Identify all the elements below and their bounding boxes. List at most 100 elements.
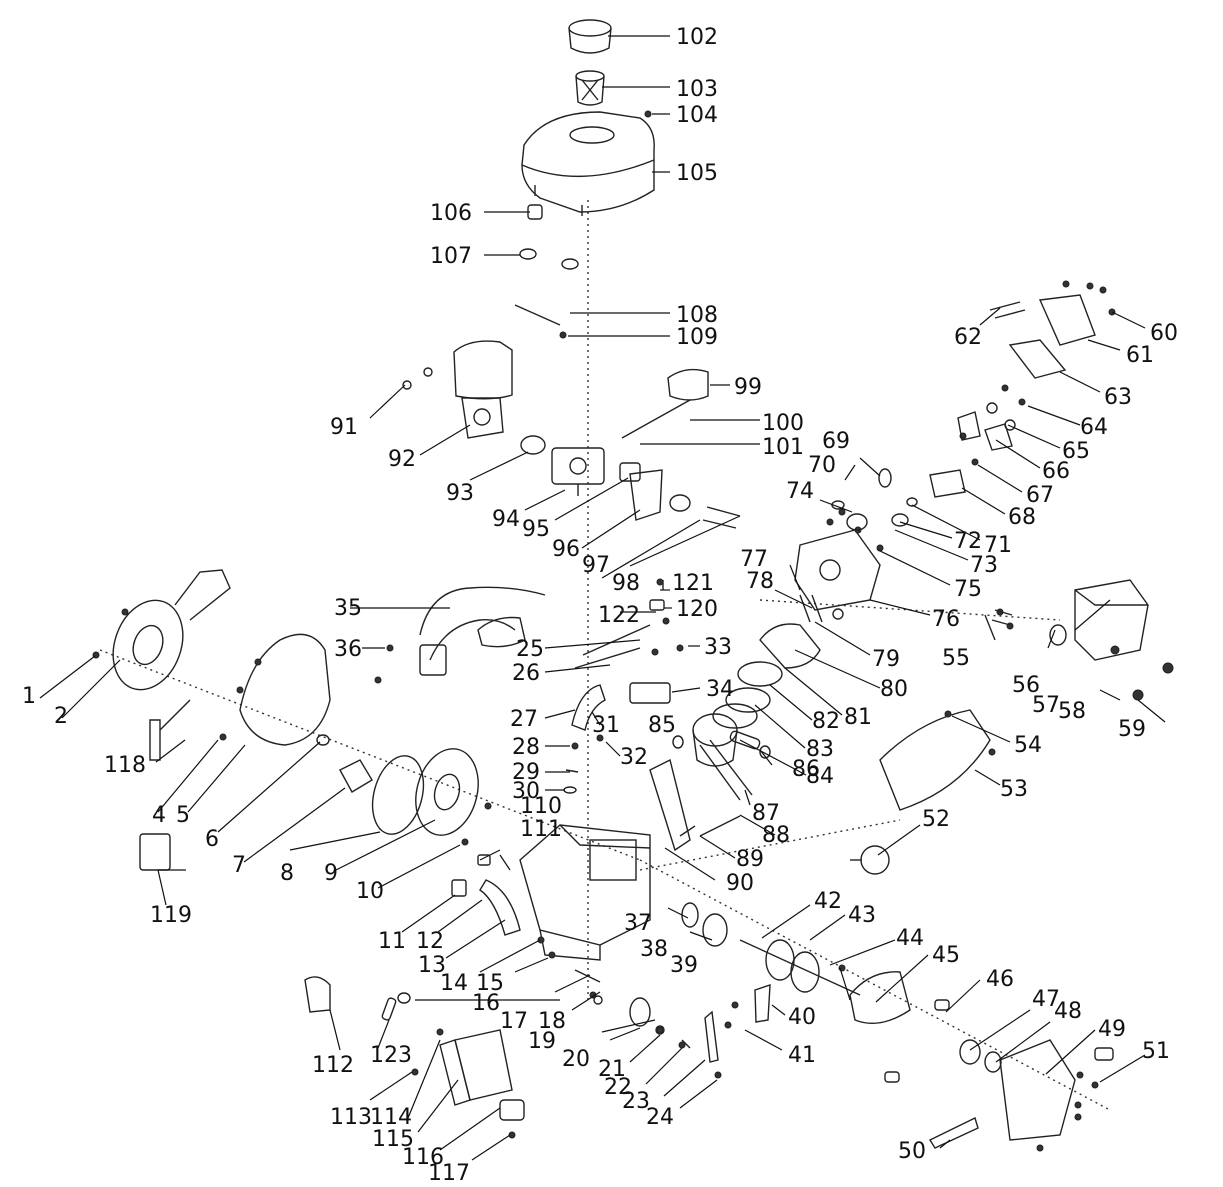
label-32: 32 [620, 745, 648, 770]
fuel-strainer-part [575, 70, 605, 106]
label-83: 83 [806, 737, 834, 762]
label-38: 38 [640, 937, 668, 962]
label-35: 35 [334, 596, 362, 621]
label-77: 77 [740, 547, 768, 572]
ignition-harness-part [419, 586, 546, 676]
label-58: 58 [1058, 699, 1086, 724]
label-4: 4 [152, 803, 166, 828]
crankcase-part [519, 824, 651, 961]
label-41: 41 [788, 1043, 816, 1068]
label-10: 10 [356, 879, 384, 904]
label-103: 103 [676, 77, 718, 102]
label-95: 95 [522, 517, 550, 542]
label-12: 12 [416, 929, 444, 954]
label-15: 15 [476, 971, 504, 996]
leader-lines [39, 35, 1166, 1161]
label-112: 112 [312, 1053, 354, 1078]
label-89: 89 [736, 847, 764, 872]
part-number-labels: 1 2 4 5 6 7 8 9 10 11 12 13 14 15 16 17 … [22, 25, 1178, 1186]
label-123: 123 [370, 1043, 412, 1068]
label-7: 7 [232, 853, 246, 878]
label-52: 52 [922, 807, 950, 832]
label-97: 97 [582, 553, 610, 578]
label-113: 113 [330, 1105, 372, 1130]
label-84: 84 [806, 764, 834, 789]
label-5: 5 [176, 803, 190, 828]
label-9: 9 [324, 861, 338, 886]
label-8: 8 [280, 861, 294, 886]
label-56: 56 [1012, 673, 1040, 698]
label-50: 50 [898, 1139, 926, 1164]
label-111: 111 [520, 817, 562, 842]
label-13: 13 [418, 953, 446, 978]
label-55: 55 [942, 646, 970, 671]
label-29: 29 [512, 760, 540, 785]
label-66: 66 [1042, 459, 1070, 484]
label-60: 60 [1150, 321, 1178, 346]
label-17: 17 [500, 1009, 528, 1034]
label-118: 118 [104, 753, 146, 778]
label-121: 121 [672, 571, 714, 596]
label-109: 109 [676, 325, 718, 350]
label-23: 23 [622, 1089, 650, 1114]
label-44: 44 [896, 926, 924, 951]
label-40: 40 [788, 1005, 816, 1030]
label-119: 119 [150, 903, 192, 928]
label-120: 120 [676, 597, 718, 622]
label-91: 91 [330, 415, 358, 440]
part-drawings [92, 19, 1174, 1152]
label-107: 107 [430, 244, 472, 269]
label-68: 68 [1008, 505, 1036, 530]
label-34: 34 [706, 677, 734, 702]
label-16: 16 [472, 991, 500, 1016]
label-46: 46 [986, 967, 1014, 992]
label-67: 67 [1026, 483, 1054, 508]
fuel-cap-part [568, 19, 612, 54]
label-105: 105 [676, 161, 718, 186]
label-62: 62 [954, 325, 982, 350]
label-20: 20 [562, 1047, 590, 1072]
label-39: 39 [670, 953, 698, 978]
label-92: 92 [388, 447, 416, 472]
muffler-part [1074, 579, 1149, 661]
label-73: 73 [970, 553, 998, 578]
label-47: 47 [1032, 987, 1060, 1012]
label-69: 69 [822, 429, 850, 454]
air-filter-part [453, 340, 513, 439]
label-72: 72 [954, 529, 982, 554]
label-79: 79 [872, 647, 900, 672]
label-61: 61 [1126, 343, 1154, 368]
label-85: 85 [648, 713, 676, 738]
label-70: 70 [808, 453, 836, 478]
label-49: 49 [1098, 1017, 1126, 1042]
label-27: 27 [510, 707, 538, 732]
label-94: 94 [492, 507, 520, 532]
label-100: 100 [762, 411, 804, 436]
label-53: 53 [1000, 777, 1028, 802]
label-87: 87 [752, 801, 780, 826]
label-96: 96 [552, 537, 580, 562]
label-6: 6 [205, 827, 219, 852]
label-26: 26 [512, 661, 540, 686]
label-108: 108 [676, 303, 718, 328]
label-51: 51 [1142, 1039, 1170, 1064]
label-101: 101 [762, 435, 804, 460]
label-82: 82 [812, 709, 840, 734]
label-76: 76 [932, 607, 960, 632]
label-104: 104 [676, 103, 718, 128]
label-2: 2 [54, 704, 68, 729]
recoil-starter-part [112, 569, 231, 691]
label-75: 75 [954, 577, 982, 602]
label-110: 110 [520, 794, 562, 819]
label-80: 80 [880, 677, 908, 702]
label-102: 102 [676, 25, 718, 50]
label-30: 30 [512, 779, 540, 804]
label-1: 1 [22, 684, 36, 709]
label-59: 59 [1118, 717, 1146, 742]
carburetor-part [551, 447, 605, 496]
label-25: 25 [516, 637, 544, 662]
label-19: 19 [528, 1029, 556, 1054]
label-33: 33 [704, 635, 732, 660]
label-21: 21 [598, 1057, 626, 1082]
